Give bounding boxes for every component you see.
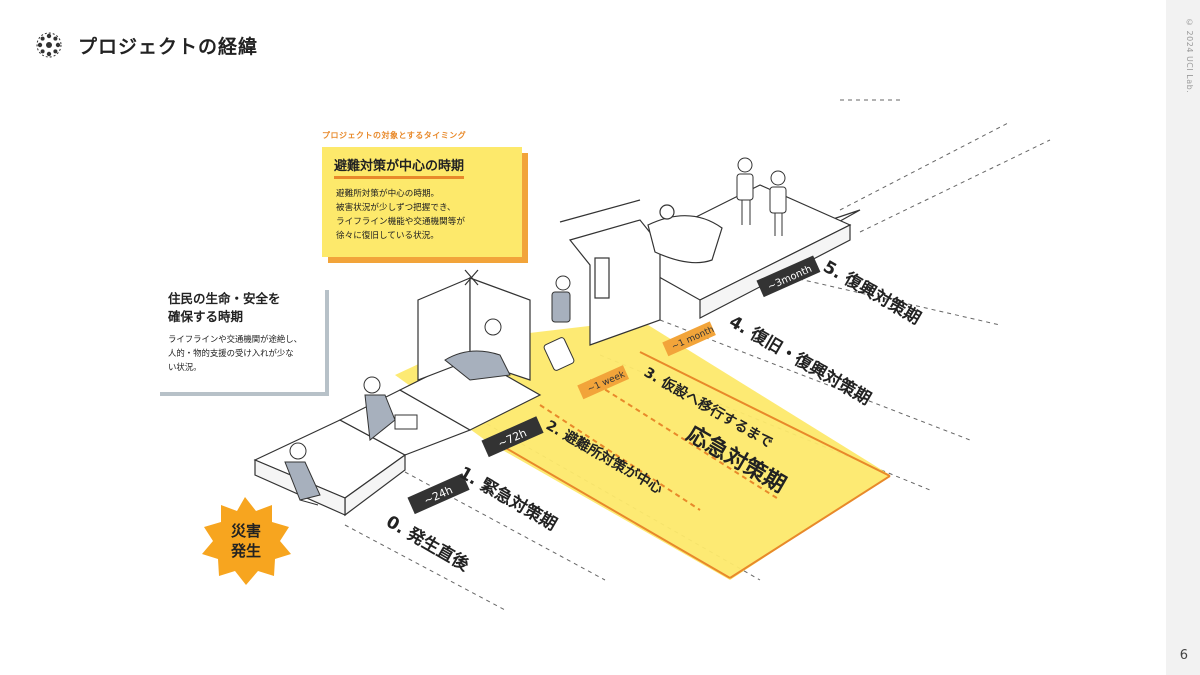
tag-3month: [756, 255, 821, 298]
side-band: [1166, 0, 1200, 675]
badge-line2: 発生: [230, 542, 261, 560]
callout-safety: 住民の生命・安全を 確保する時期 ライフラインや交通機関が途絶し、 人的・物的支…: [160, 290, 329, 396]
callout-safety-title: 住民の生命・安全を 確保する時期: [168, 291, 281, 324]
phase-5-label: 5. 復興対策期: [820, 256, 925, 329]
page-header: プロジェクトの経緯: [34, 30, 258, 60]
person-with-luggage: [543, 275, 575, 371]
bathtub: [647, 204, 723, 264]
timeline-tags: ~24h ~72h ~1 week ~1 month ~3month: [407, 255, 821, 515]
target-caption: プロジェクトの対象とするタイミング: [322, 131, 467, 140]
copyright: © 2024 UCI Lab.: [1185, 18, 1194, 94]
tag-72h: [481, 416, 544, 458]
page-title: プロジェクトの経緯: [78, 35, 259, 58]
tag-24h: [407, 473, 470, 515]
tag-1week: [577, 365, 630, 400]
callout-evacuation-text: 避難所対策が中心の時期。 被害状況が少しずつ把握でき、 ライフライン機能や交通機…: [336, 189, 465, 241]
page-number: 6: [1179, 648, 1188, 663]
person-on-bench: [363, 376, 418, 441]
logo-icon: [36, 32, 62, 58]
people-standing: [736, 157, 787, 236]
callout-evacuation-title: 避難対策が中心の時期: [334, 155, 465, 179]
tag-1month: [662, 321, 716, 357]
person-sitting: [444, 318, 511, 381]
phase-0-label: 0. 発生直後: [383, 511, 474, 576]
period-arrows: [491, 351, 891, 579]
disaster-badge: 災害 発生: [202, 497, 291, 585]
temporary-house: [559, 199, 661, 346]
badge-line1: 災害: [231, 522, 261, 540]
callout-safety-text: ライフラインや交通機関が途絶し、 人的・物的支援の受け入れが少な い状況。: [168, 334, 302, 372]
person-fleeing: [284, 442, 321, 506]
callout-evacuation: 避難対策が中心の時期 避難所対策が中心の時期。 被害状況が少しずつ把握でき、 ラ…: [322, 147, 522, 257]
